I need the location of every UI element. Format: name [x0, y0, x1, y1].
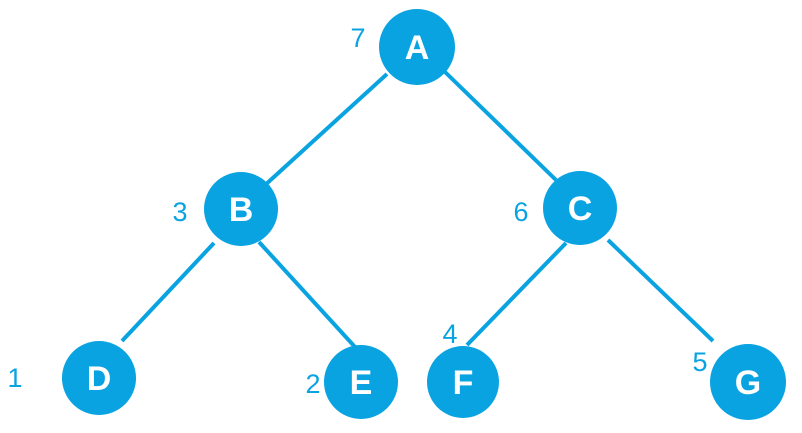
- node-label-b: B: [229, 191, 254, 229]
- tree-node-f[interactable]: F: [427, 346, 499, 418]
- tree-node-c[interactable]: C: [543, 171, 617, 245]
- tree-edge-c-g: [606, 238, 715, 343]
- tree-node-e[interactable]: E: [324, 345, 398, 419]
- tree-edge-a-c: [442, 69, 558, 182]
- node-label-e: E: [350, 364, 373, 402]
- node-circle-e[interactable]: [324, 345, 398, 419]
- node-label-g: G: [735, 364, 761, 402]
- node-weight-f: 4: [442, 319, 457, 349]
- tree-edge-b-d: [120, 241, 216, 343]
- node-label-a: A: [405, 29, 430, 67]
- tree-edge-c-f: [465, 241, 568, 347]
- tree-edge-a-b: [262, 72, 389, 188]
- node-circle-b[interactable]: [204, 172, 278, 246]
- tree-node-a[interactable]: A: [379, 9, 455, 85]
- tree-node-g[interactable]: G: [710, 344, 786, 420]
- node-circle-f[interactable]: [427, 346, 499, 418]
- node-circle-a[interactable]: [379, 9, 455, 85]
- node-weight-b: 3: [172, 197, 187, 227]
- tree-node-b[interactable]: B: [204, 172, 278, 246]
- nodes-group: A B C D E F G: [62, 9, 786, 420]
- node-label-f: F: [453, 364, 474, 402]
- node-weight-e: 2: [305, 369, 320, 399]
- node-weight-g: 5: [692, 347, 707, 377]
- weights-group: 7 3 6 1 2 4 5: [7, 23, 707, 399]
- node-circle-c[interactable]: [543, 171, 617, 245]
- node-circle-d[interactable]: [62, 341, 136, 415]
- node-label-d: D: [87, 360, 112, 398]
- node-circle-g[interactable]: [710, 344, 786, 420]
- tree-node-d[interactable]: D: [62, 341, 136, 415]
- edges-group: [120, 69, 715, 349]
- node-weight-c: 6: [513, 197, 528, 227]
- node-weight-d: 1: [7, 363, 22, 393]
- tree-edge-b-e: [257, 240, 357, 349]
- node-label-c: C: [568, 190, 593, 228]
- node-weight-a: 7: [350, 23, 365, 53]
